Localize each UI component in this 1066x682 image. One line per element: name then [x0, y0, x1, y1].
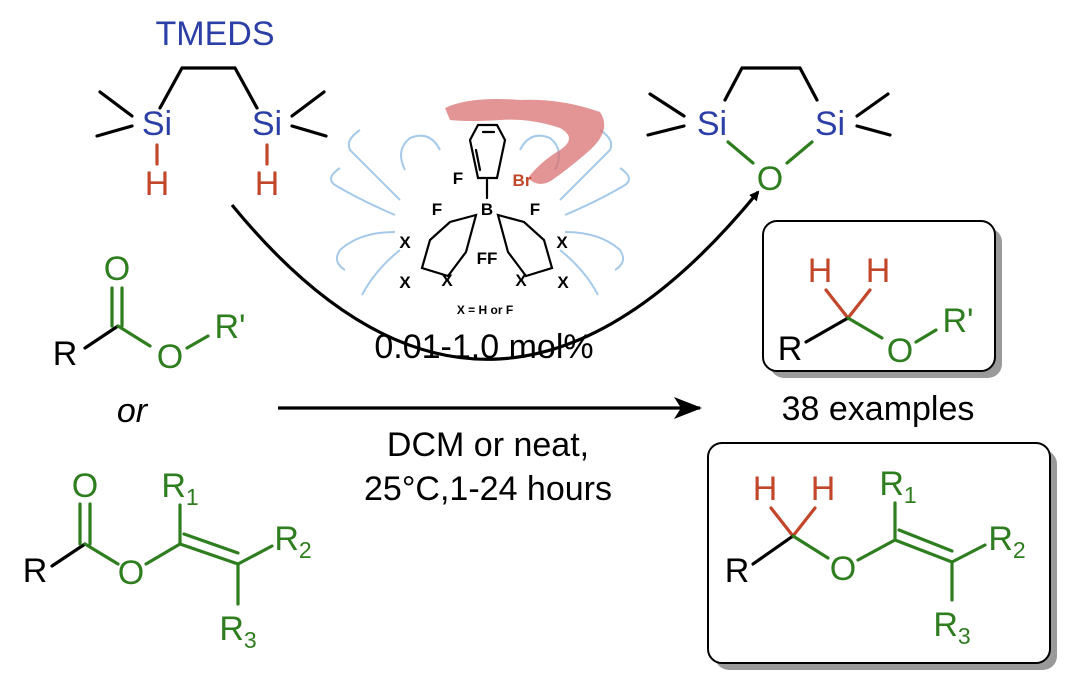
enol-ether-o-c-bond — [856, 538, 897, 562]
cat-f-top: F — [453, 169, 463, 188]
enol-ether-h2: H — [811, 470, 836, 508]
ether-r-prime: R' — [942, 302, 973, 340]
catalyst-illustration: F Br B F X X X F X X X FF X = H or F — [330, 99, 630, 317]
ether-h1: H — [808, 252, 833, 290]
ether-o: O — [887, 332, 913, 370]
tmeds-molecule: TMEDS Si H Si H — [95, 15, 328, 203]
siloxane-left-si: Si — [697, 105, 727, 143]
enol-ether-h1: H — [753, 470, 778, 508]
left-hydrogen: H — [145, 165, 170, 203]
left-si-atom: Si — [142, 105, 172, 143]
enol-r: R — [23, 552, 48, 590]
enol-r2-bond — [236, 544, 274, 566]
siloxane-oxygen: O — [757, 160, 783, 198]
right-hydrogen: H — [255, 165, 280, 203]
enol-ether-r3: R3 — [933, 606, 970, 649]
ether-o-r-bond — [914, 328, 938, 344]
ester-r-prime: R' — [214, 308, 245, 346]
enol-ether-o: O — [118, 554, 144, 592]
enol-ether-r2: R2 — [988, 520, 1025, 563]
cat-f-left: F — [432, 200, 442, 219]
enol-ether-r1: R1 — [879, 465, 916, 508]
enol-ether-r-bond — [751, 534, 795, 566]
enol-ether-r2-bond — [950, 543, 987, 564]
enol-co-bond — [83, 542, 120, 566]
enol-ether-double-bond — [893, 528, 954, 564]
enol-ether-r: R — [725, 552, 750, 590]
crab-legs — [330, 129, 630, 296]
ether-r-bond — [804, 316, 850, 344]
enol-carbonyl — [78, 502, 92, 546]
crab-claw — [445, 99, 605, 184]
enol-r3: R3 — [219, 610, 256, 653]
cyclic-siloxane-product: Si Si O — [646, 66, 892, 198]
cat-x-l1: X — [399, 233, 411, 252]
cat-x-r3: X — [515, 271, 527, 290]
ester-carbonyl-o: O — [104, 250, 130, 288]
left-aryl-ring — [420, 213, 478, 278]
enol-double-bond — [178, 532, 240, 566]
product-enol-ether-box: H H R O R1 R2 R3 — [707, 442, 1057, 670]
right-aryl-ring — [496, 213, 554, 278]
bromo-aryl-ring — [468, 123, 507, 180]
conditions-line1: DCM or neat, — [387, 426, 589, 464]
si-o-bonds — [726, 140, 814, 165]
ester-or-bond — [185, 334, 210, 350]
cat-br: Br — [513, 171, 532, 190]
substrate-ester: R O O R' — [53, 250, 246, 376]
cat-x-l2: X — [399, 273, 411, 292]
right-si-atom: Si — [252, 105, 282, 143]
enol-r-bond — [50, 542, 87, 568]
enol-ether-box — [707, 442, 1051, 664]
enol-ether-c-o-bond — [791, 534, 830, 560]
ether-c-o-bond — [846, 316, 884, 340]
cat-x-r1: X — [556, 233, 568, 252]
siloxane-right-methyls — [855, 92, 892, 137]
enol-r2: R2 — [274, 520, 311, 563]
ether-r: R — [778, 330, 803, 368]
cat-boron: B — [481, 200, 493, 219]
enol-o-c-bond — [144, 542, 182, 566]
conditions-line2: 25°C,1-24 hours — [364, 470, 612, 508]
ester-ether-o: O — [157, 338, 183, 376]
substrate-enol-ester: R O O R1 R2 R3 — [23, 467, 312, 653]
right-si-methyls — [290, 90, 328, 138]
cat-x-l3: X — [441, 271, 453, 290]
ester-carbonyl — [110, 286, 124, 328]
examples-count: 38 examples — [782, 390, 975, 428]
cat-ff: FF — [477, 249, 498, 268]
catalyst-loading: 0.01-1.0 mol% — [374, 328, 593, 366]
left-si-methyls — [95, 90, 134, 138]
ether-h2: H — [866, 252, 891, 290]
enol-carbonyl-o: O — [72, 467, 98, 505]
bromo-aryl-inner — [474, 130, 496, 172]
or-text: or — [117, 392, 149, 430]
enol-r1: R1 — [161, 467, 198, 510]
ester-r: R — [53, 335, 78, 373]
ethylene-bridge — [158, 66, 259, 110]
ester-r-bond — [83, 324, 120, 350]
product-ether-box: H H R O R' — [762, 220, 1002, 378]
siloxane-right-si: Si — [815, 105, 845, 143]
tmeds-label: TMEDS — [156, 15, 275, 53]
enol-ether-o: O — [830, 550, 856, 588]
cat-f-right: F — [530, 200, 540, 219]
siloxane-bridge — [723, 66, 819, 102]
siloxane-left-methyls — [646, 92, 686, 137]
cat-x-legend: X = H or F — [457, 303, 513, 317]
ester-co-bond — [116, 324, 152, 348]
cat-x-r2: X — [557, 273, 569, 292]
silane-curved-arrow — [230, 190, 760, 361]
